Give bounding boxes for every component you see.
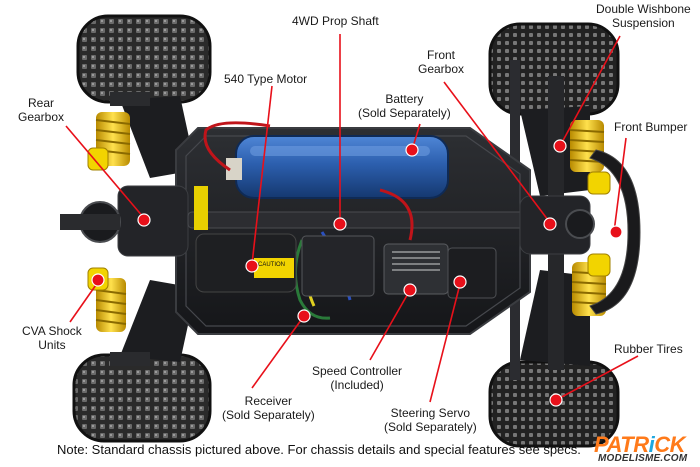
- label-rear-gearbox-line1: Rear: [28, 96, 55, 110]
- label-battery-line1: Battery: [385, 92, 424, 106]
- marker-steering-servo: [453, 275, 467, 289]
- motor-caution-sticker: CAUTION: [258, 262, 285, 268]
- marker-rear-gearbox: [137, 213, 151, 227]
- marker-motor: [245, 259, 259, 273]
- label-receiver-line1: Receiver: [244, 394, 293, 408]
- callout-markers: [91, 139, 623, 407]
- marker-prop-shaft: [333, 217, 347, 231]
- label-double-wishbone-line2: Suspension: [612, 16, 675, 30]
- marker-rubber-tires: [549, 393, 563, 407]
- watermark-name: PATRiCK: [594, 432, 686, 457]
- footnote: Note: Standard chassis pictured above. F…: [57, 442, 581, 457]
- label-rear-gearbox: Rear Gearbox: [18, 96, 64, 124]
- label-rear-gearbox-line2: Gearbox: [18, 110, 65, 124]
- label-steering-servo-line1: Steering Servo: [390, 406, 471, 420]
- label-front-gearbox-line2: Gearbox: [418, 62, 465, 76]
- marker-cva-shock: [91, 273, 105, 287]
- label-receiver-line2: (Sold Separately): [222, 408, 315, 422]
- front-bumper: [589, 149, 641, 315]
- receiver: [301, 235, 375, 297]
- label-front-gearbox: Front Gearbox: [418, 48, 464, 76]
- caution-sticker: [194, 186, 208, 230]
- label-cva-shock-line1: CVA Shock: [22, 324, 82, 338]
- prop-shaft: [187, 211, 541, 229]
- marker-receiver: [297, 309, 311, 323]
- rear-right-tire: [72, 353, 212, 443]
- label-prop-shaft: 4WD Prop Shaft: [292, 14, 379, 28]
- label-steering-servo-line2: (Sold Separately): [384, 420, 477, 434]
- steering-servo: [447, 247, 497, 299]
- label-receiver: Receiver (Sold Separately): [222, 394, 315, 422]
- label-double-wishbone-line1: Double Wishbone: [596, 2, 691, 16]
- rear-gearbox: [60, 185, 189, 257]
- label-cva-shock-line2: Units: [38, 338, 66, 352]
- rear-left-tire: [76, 14, 212, 104]
- motor-540: [195, 233, 297, 293]
- label-double-wishbone: Double Wishbone Suspension: [596, 2, 691, 30]
- marker-front-bumper: [609, 225, 623, 239]
- leader-lines: [65, 34, 639, 403]
- label-speed-controller-line2: (Included): [330, 378, 384, 392]
- label-motor: 540 Type Motor: [224, 72, 307, 86]
- marker-front-gearbox: [543, 217, 557, 231]
- label-speed-controller: Speed Controller (Included): [312, 364, 402, 392]
- speed-controller: [383, 243, 449, 295]
- label-front-gearbox-line1: Front: [427, 48, 456, 62]
- front-gearbox: [519, 195, 595, 255]
- watermark-site: MODELISME.COM: [598, 453, 688, 464]
- marker-double-wishbone: [553, 139, 567, 153]
- marker-speed-controller: [403, 283, 417, 297]
- label-battery: Battery (Sold Separately): [358, 92, 451, 120]
- label-speed-controller-line1: Speed Controller: [312, 364, 403, 378]
- watermark-logo: PATRiCK MODELISME.COM: [592, 432, 698, 466]
- label-rubber-tires-text: Rubber Tires: [614, 342, 683, 356]
- label-battery-line2: (Sold Separately): [358, 106, 451, 120]
- label-steering-servo: Steering Servo (Sold Separately): [384, 406, 477, 434]
- label-cva-shock: CVA Shock Units: [22, 324, 82, 352]
- label-front-bumper: Front Bumper: [614, 120, 687, 134]
- cva-shock-rear-left: [87, 112, 131, 171]
- marker-battery: [405, 143, 419, 157]
- label-rubber-tires: Rubber Tires: [614, 342, 683, 356]
- label-prop-shaft-text: 4WD Prop Shaft: [292, 14, 379, 28]
- label-motor-text: 540 Type Motor: [224, 72, 308, 86]
- label-front-bumper-text: Front Bumper: [614, 120, 688, 134]
